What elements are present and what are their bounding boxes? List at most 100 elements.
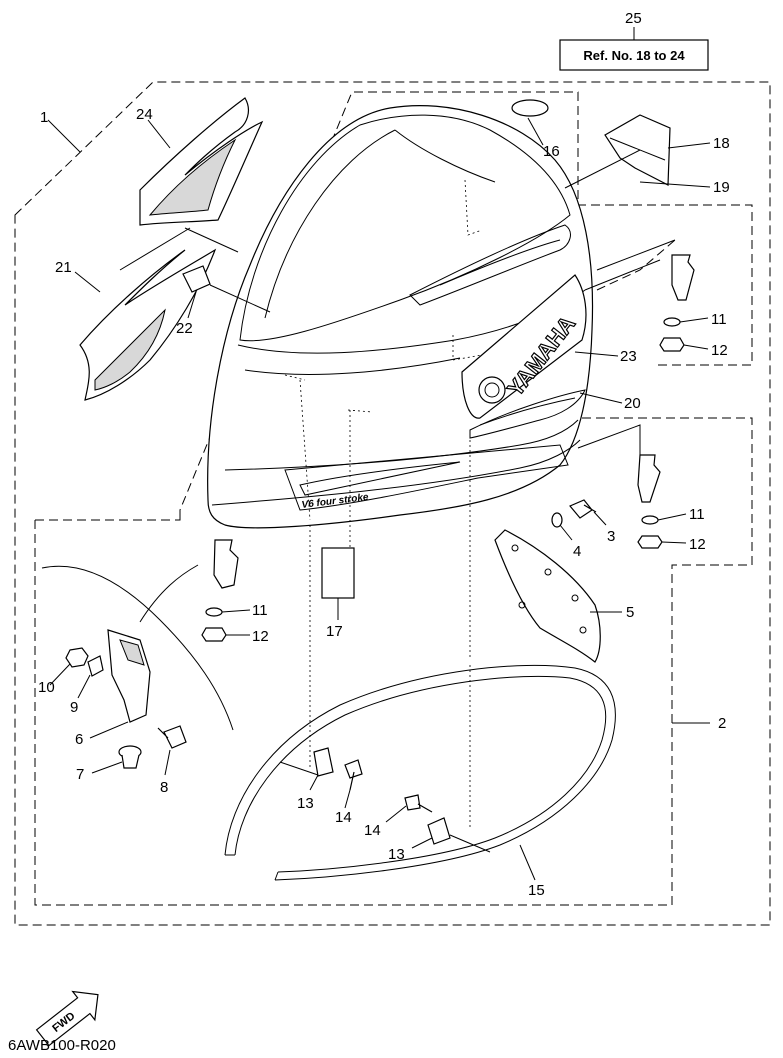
- latch-right-lower-body: [637, 454, 661, 503]
- latch-detail: [41, 564, 234, 769]
- callout-7: 7: [76, 766, 84, 783]
- callout-11a: 11: [711, 311, 727, 328]
- callout-19: 19: [713, 179, 730, 196]
- callout-16: 16: [543, 143, 560, 160]
- cowling-vent-lower: [439, 239, 561, 286]
- seal-end-right: [274, 871, 279, 881]
- leader-22-ext: [209, 284, 271, 313]
- label-decal-fold: [609, 137, 666, 161]
- callout-15: 15: [528, 882, 545, 899]
- stripe-decal-outline: [469, 389, 586, 439]
- plug-16-shape: [511, 99, 549, 117]
- leader-23: [574, 351, 619, 357]
- leader-11b: [657, 513, 687, 521]
- latch-right-upper-body: [671, 254, 695, 301]
- cowling-vent-upper: [409, 224, 571, 306]
- plate-hole-2: [544, 568, 552, 576]
- nut-12-lower: [637, 535, 663, 549]
- leader-6: [89, 721, 129, 739]
- decal-24-shade: [148, 138, 237, 216]
- callout-10: 10: [38, 679, 55, 696]
- yamaha-emblem: [478, 376, 506, 404]
- callout-20: 20: [624, 395, 641, 412]
- callout-18: 18: [713, 135, 730, 152]
- label-decal-shape: [604, 114, 671, 186]
- clip-13-right: [427, 817, 451, 845]
- leader-20: [579, 392, 623, 404]
- cowling-top-crease: [264, 129, 396, 319]
- callout-1: 1: [40, 109, 48, 126]
- screw-14-left: [344, 759, 363, 791]
- screw-14-right: [404, 794, 433, 813]
- plate-hole-5: [579, 626, 587, 634]
- seal-15: [224, 664, 616, 881]
- leader-11c: [221, 609, 251, 613]
- sticker-17-shape: [321, 547, 355, 599]
- assembly-1-boundary: [14, 81, 771, 926]
- cowling-top-panel: [239, 114, 571, 342]
- reference-box-frame: [559, 39, 709, 71]
- callout-6: 6: [75, 731, 83, 748]
- cowling-lower-lip-2: [211, 439, 581, 506]
- diagram-code: 6AWB100-R020: [8, 1037, 116, 1054]
- group-boundaries: [14, 81, 771, 926]
- leader-latch-lower: [577, 424, 641, 455]
- cowling-top-crease-2: [394, 129, 496, 183]
- callout-numbers: 1 2 3 4 5 6 7 8 9 10 11 12 11 12 11 12 1…: [38, 10, 730, 899]
- callout-17: 17: [326, 623, 343, 640]
- hidden-edge-1: [464, 179, 483, 236]
- callout-2: 2: [718, 715, 726, 732]
- plate-hole-1: [511, 544, 519, 552]
- leader-lines: [47, 27, 711, 881]
- callout-25: 25: [625, 10, 642, 27]
- callout-8: 8: [160, 779, 168, 796]
- band-decal-outline: [284, 444, 569, 511]
- callout-14b: 14: [364, 822, 381, 839]
- nut-12-upper: [659, 337, 685, 352]
- grommet-7-body: [121, 754, 140, 769]
- leader-7: [91, 761, 123, 774]
- latch-left: [201, 539, 239, 642]
- leader-14b: [385, 805, 407, 823]
- latch-right-upper: [659, 254, 695, 352]
- washer-4: [551, 512, 563, 528]
- leader-14a: [344, 789, 351, 809]
- latch-6-shade: [119, 639, 145, 666]
- washer-11-left: [205, 607, 223, 617]
- seal-outer: [224, 664, 616, 881]
- decal-21-shade: [94, 308, 166, 391]
- leader-1: [47, 119, 81, 153]
- stripe-decal-inner: [479, 397, 576, 426]
- yamaha-emblem-inner: [484, 382, 500, 398]
- clip-22: [182, 265, 211, 293]
- leader-12a: [683, 344, 709, 350]
- leader-18: [667, 142, 711, 149]
- decal-subgroup-boundary: [596, 239, 676, 291]
- seal-inner: [234, 675, 607, 873]
- leader-21: [74, 271, 101, 293]
- leader-21-ext: [119, 227, 191, 271]
- leader-19: [639, 181, 711, 188]
- leader-13b: [411, 837, 433, 849]
- leader-16: [527, 117, 544, 146]
- latch-right-lower: [637, 454, 663, 549]
- plate-hole-3: [571, 594, 579, 602]
- assembly-2-boundary: [34, 417, 753, 906]
- hidden-edge-2: [452, 335, 483, 361]
- leader-19-ext: [564, 149, 641, 189]
- clip-screw-right: [404, 794, 451, 845]
- leader-9: [77, 674, 91, 699]
- callout-5: 5: [626, 604, 634, 621]
- upper-left-decal: [139, 97, 264, 226]
- cowling-side-band-2: [244, 357, 461, 375]
- leader-24-ext: [184, 227, 239, 253]
- cowling-outer-shell: [207, 105, 594, 529]
- clip-screw-left: [313, 747, 363, 791]
- cowling-group-boundary: [179, 91, 753, 518]
- detail-curve-upper-2: [139, 564, 199, 623]
- bolt-8: [157, 725, 187, 749]
- plate-hole-4: [518, 601, 526, 609]
- leader-decal-23: [584, 259, 661, 291]
- callout-9: 9: [70, 699, 78, 716]
